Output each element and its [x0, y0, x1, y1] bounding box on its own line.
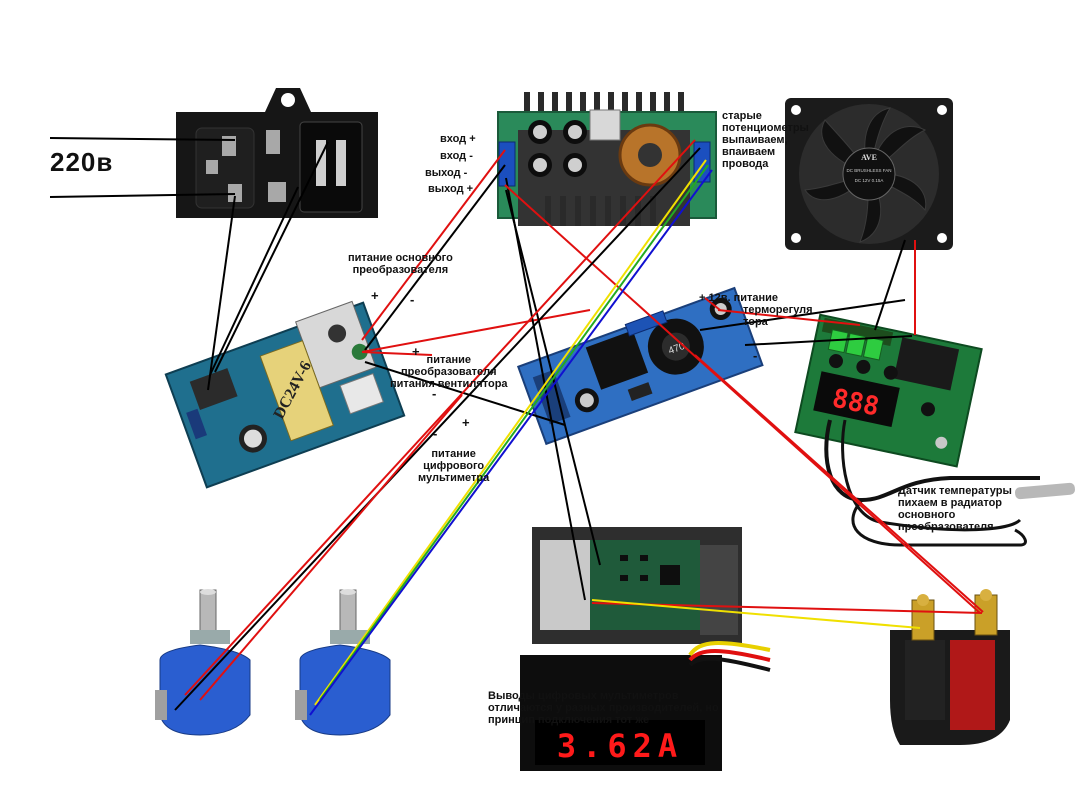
buck-input-plus-label: вход + [440, 133, 476, 145]
buck-output-plus-label: выход + [428, 183, 474, 195]
digital-meter: 3.62A [520, 641, 771, 771]
fan-brand: AVE [861, 153, 877, 162]
fan: AVE DC BRUSHLESS FAN DC 12V 0.15A [785, 98, 953, 250]
output-binding-posts [890, 589, 1010, 745]
meter-power-plus: + [462, 415, 470, 430]
temperature-sensor [824, 419, 1075, 547]
fan-converter-power-label: питание преобразователя питания вентилят… [390, 354, 508, 390]
fan-type: DC BRUSHLESS FAN [846, 168, 891, 173]
old-pots-note: старые потенциометры выпаиваем, впаиваем… [722, 110, 809, 170]
fan-power-plus: + [412, 344, 420, 359]
meter-back-photo [532, 527, 742, 644]
fan-rating: DC 12V 0.15A [855, 178, 884, 183]
meter-power-label: питание цифрового мультиметра [418, 448, 490, 484]
mains-voltage-label: 220в [50, 147, 114, 177]
wires [49, 137, 984, 716]
temperature-sensor-note: Датчик температуры пихаем в радиатор осн… [898, 485, 1012, 533]
thermostat-board: 888 [794, 313, 983, 468]
potentiometer-left [155, 589, 251, 736]
psu-board [164, 300, 406, 489]
buck-output-minus-label: выход - [425, 167, 468, 179]
potentiometer-right [295, 589, 391, 736]
buck-converter-board [497, 92, 717, 226]
thermostat-power-label: + 12в. питание терморегуля тора [699, 292, 813, 328]
main-converter-power-label: питание основного преобразователя [348, 252, 453, 276]
meter-power-minus: - [433, 426, 438, 441]
main-power-minus: - [410, 292, 415, 307]
fan-power-minus: - [432, 386, 437, 401]
thermostat-power-minus: - [753, 348, 758, 363]
meter-display: 3.62A [557, 727, 683, 765]
main-power-plus: + [371, 288, 379, 303]
meter-pinout-note: Выводы цифровых мультиметров отличаются … [488, 690, 719, 726]
buck-input-minus-label: вход - [440, 150, 473, 162]
small-buck-board: 470 [516, 286, 764, 446]
power-inlet-socket [176, 88, 378, 218]
